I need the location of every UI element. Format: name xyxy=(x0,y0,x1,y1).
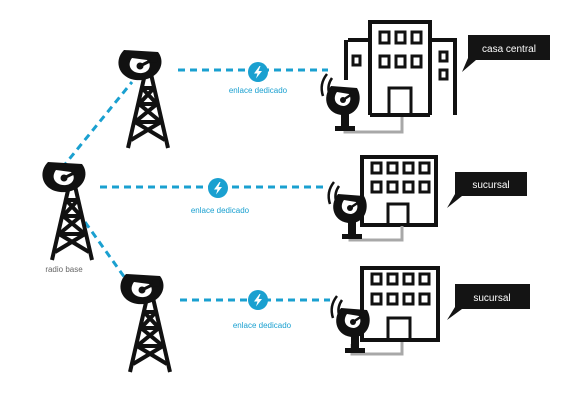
link-label-bottom: enlace dedicado xyxy=(233,321,292,330)
uplink-bottom xyxy=(83,221,137,293)
uplink-top xyxy=(60,81,134,169)
callout-casa-central: casa central xyxy=(462,35,550,72)
link-lines xyxy=(60,68,330,302)
office-building-icon xyxy=(360,155,438,227)
office-building-icon xyxy=(344,20,457,117)
dish-antenna-icon xyxy=(320,72,361,133)
office-building-icon xyxy=(360,266,440,342)
radio-tower-icon xyxy=(118,272,172,374)
radio-tower-icon xyxy=(40,160,94,262)
callout-label: sucursal xyxy=(473,293,510,304)
link-label-middle: enlace dedicado xyxy=(191,206,250,215)
lightning-bolt-icon xyxy=(208,178,228,198)
radio-tower-icon xyxy=(116,48,170,150)
callout-label: sucursal xyxy=(472,180,509,191)
callout-sucursal-2: sucursal xyxy=(447,284,530,320)
lightning-bolt-icon xyxy=(248,62,268,82)
link-label-top: enlace dedicado xyxy=(229,86,288,95)
lightning-bolt-icon xyxy=(248,290,268,310)
radio-base-label: radio base xyxy=(45,265,83,274)
callout-label: casa central xyxy=(482,44,536,55)
callout-sucursal-1: sucursal xyxy=(447,172,527,208)
